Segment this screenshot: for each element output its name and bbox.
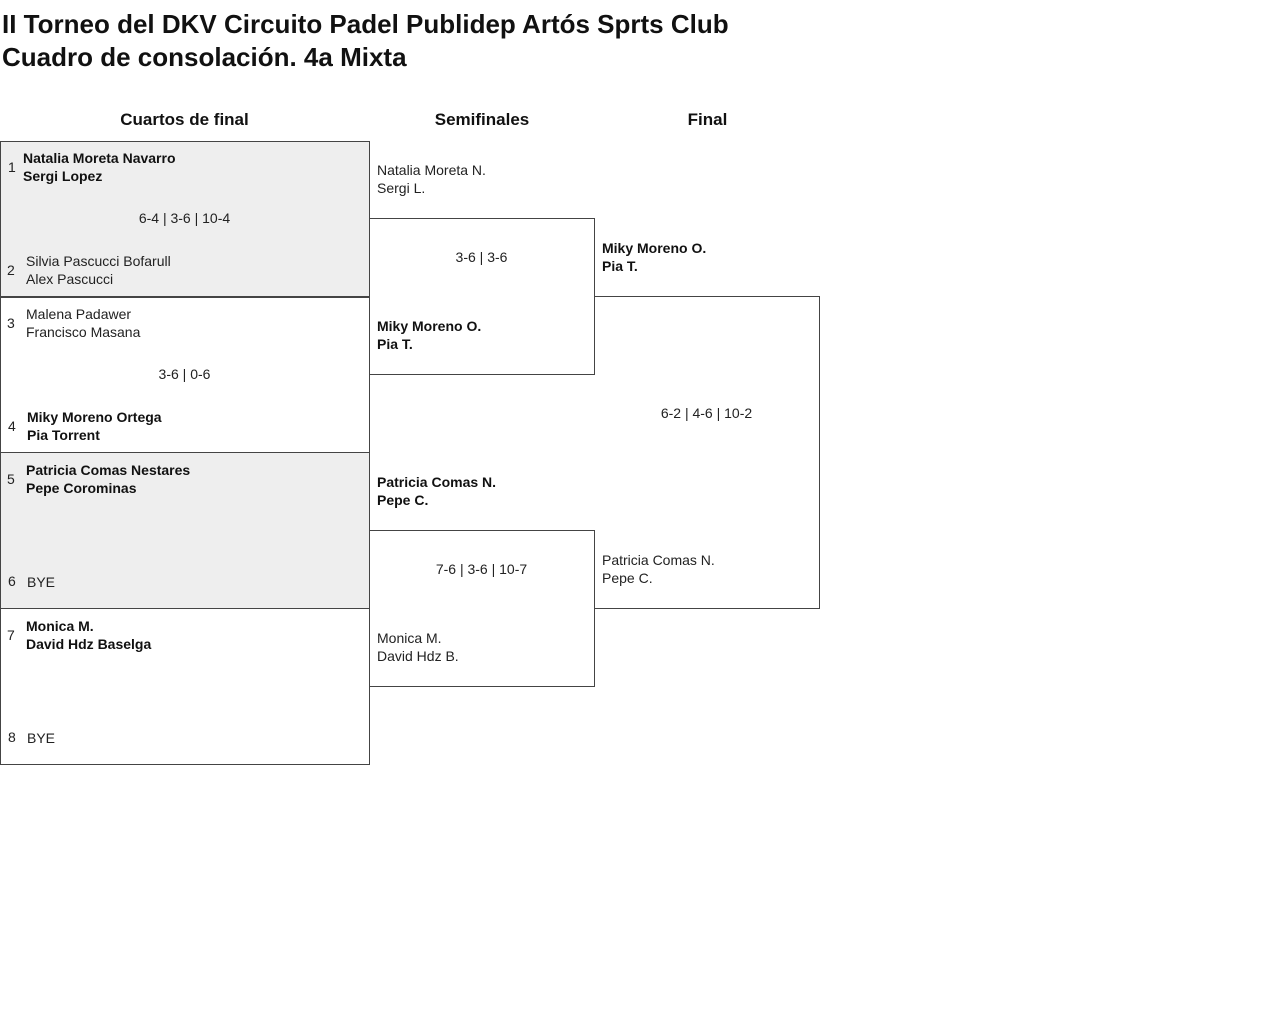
seed: 6 [8,573,16,589]
team-entry[interactable]: Natalia Moreta N.Sergi L. [377,162,486,196]
seed: 1 [8,159,16,175]
round-header-final: Final [687,110,728,129]
match-score: 6-2 | 4-6 | 10-2 [660,405,753,421]
seed: 3 [7,315,15,331]
match-score: 6-4 | 3-6 | 10-4 [138,210,231,226]
team-entry[interactable]: Miky Moreno O.Pia T. [377,318,482,352]
team-entry[interactable]: Monica M.David Hdz B. [377,630,459,664]
qf-match-1 [0,141,370,298]
round-header-quarterfinals: Cuartos de final [120,110,249,129]
team-entry[interactable]: Miky Moreno O.Pia T. [602,240,707,274]
title-line1: II Torneo del DKV Circuito Padel Publide… [2,9,729,39]
final-match [594,296,820,609]
page-title: II Torneo del DKV Circuito Padel Publide… [2,8,729,74]
team-entry[interactable]: Patricia Comas N.Pepe C. [377,474,497,508]
round-header-semifinals: Semifinales [434,110,530,129]
team-entry-bye: BYE [27,574,56,590]
team-entry[interactable]: Monica M.David Hdz Baselga [26,618,152,652]
seed: 4 [8,418,16,434]
seed: 7 [7,627,15,643]
seed: 2 [7,262,15,278]
team-entry-bye: BYE [27,730,56,746]
match-score: 7-6 | 3-6 | 10-7 [435,561,528,577]
seed: 5 [7,471,15,487]
match-score: 3-6 | 0-6 [158,366,211,382]
title-line2: Cuadro de consolación. 4a Mixta [2,42,407,72]
match-score: 3-6 | 3-6 [455,249,508,265]
seed: 8 [8,729,16,745]
team-entry[interactable]: Patricia Comas N.Pepe C. [602,552,715,586]
qf-match-3 [0,452,370,609]
